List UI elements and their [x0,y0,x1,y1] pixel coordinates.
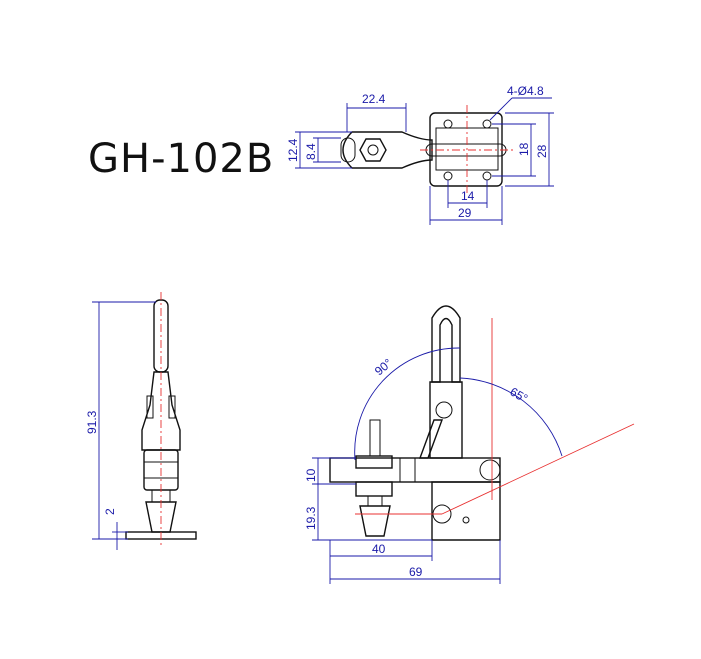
front-view-rubber-tip [359,505,391,537]
dim-overall-length: 69 [409,565,423,579]
arc-65 [459,377,563,457]
top-view-arm-end [340,137,356,163]
mounting-hole-1 [443,119,453,129]
top-view: 22.4 12.4 8.4 4-Ø4.8 18 28 14 [286,84,554,225]
dim-base-height: 28 [535,144,549,158]
mounting-hole-4 [482,171,492,181]
side-view: 91.3 2 [85,292,197,550]
model-title: GH-102B [88,136,275,182]
dim-arm-width: 22.4 [362,92,386,106]
front-view: 90° 65° 10 19.3 40 69 [304,305,635,584]
front-view-handle [431,305,461,383]
dim-hole-pitch-v: 18 [517,142,531,156]
front-view-pivot-pin [435,401,453,419]
dim-holes: 4-Ø4.8 [507,84,544,98]
dim-angle-open: 90° [372,356,395,379]
front-view-spindle [369,419,381,457]
front-view-open-line [441,423,635,515]
front-view-bottom-nut [355,481,393,497]
top-view-arm [342,131,433,169]
dim-clamp-height: 10 [304,468,318,482]
side-view-pin-right [168,395,176,419]
front-view-base [431,481,501,541]
front-view-top-nut [355,455,393,469]
mounting-hole-3 [443,171,453,181]
dim-height-inner: 8.4 [304,143,318,160]
top-view-bolt [367,144,379,156]
dim-total-height: 91.3 [85,410,99,434]
top-view-hex-nut [359,138,387,162]
dim-base-thickness: 2 [103,508,117,515]
mounting-hole-2 [482,119,492,129]
front-view-arm-pivot [479,459,501,481]
arc-90 [354,347,461,461]
dim-angle-handle: 65° [508,384,531,405]
front-view-link [418,419,444,459]
front-view-base-hole [462,516,470,524]
dim-base-height: 19.3 [304,506,318,530]
dim-hole-pitch-h: 14 [461,189,475,203]
dim-reach: 40 [372,542,386,556]
dim-base-width: 29 [458,206,472,220]
dim-height-outer: 12.4 [286,138,300,162]
side-view-pin-left [146,395,154,419]
top-view-base-plate [429,112,503,187]
